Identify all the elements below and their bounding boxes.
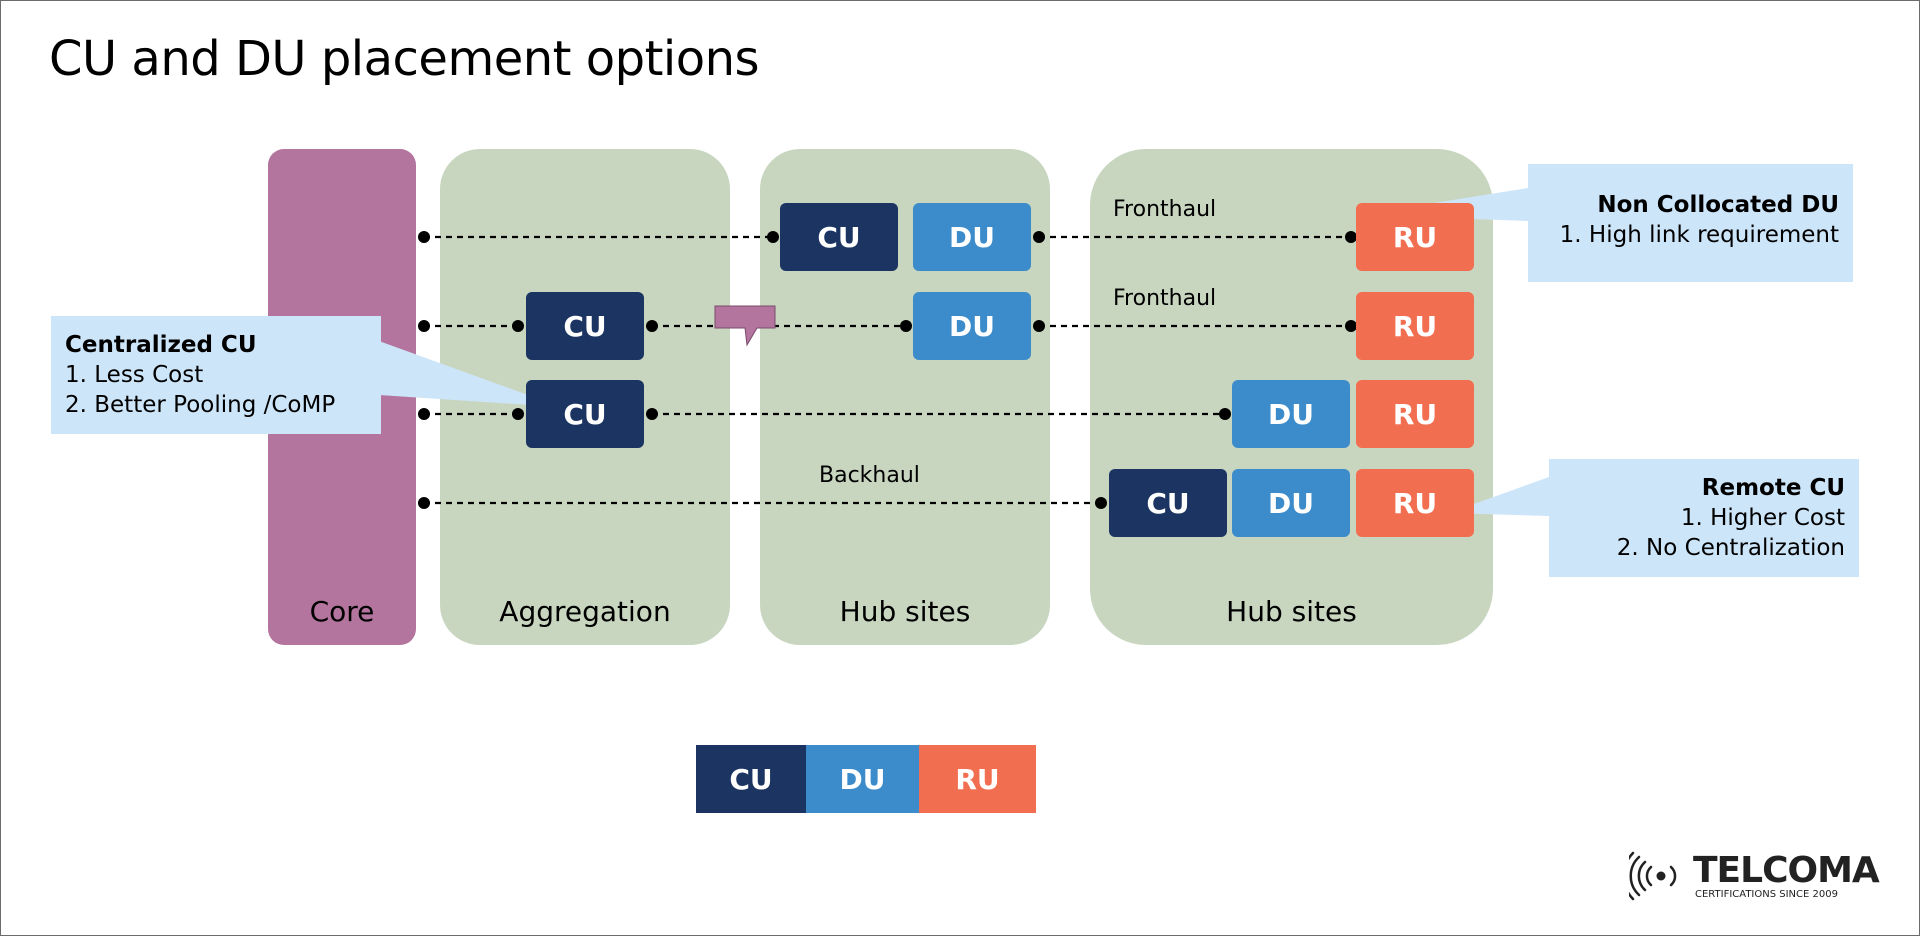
row1-dot-core [418,231,430,243]
remote-cu-point-2: 2. No Centralization [1616,535,1845,561]
remote-callout-pointer [1449,477,1549,516]
row2-dot-cu-in [512,320,524,332]
row2-dot-du-out [1033,320,1045,332]
logo-name: TELCOMA [1693,850,1880,891]
row3-dot-cu-out [646,408,658,420]
row2-cu-box: CU [526,292,644,360]
row3-dot-core [418,408,430,420]
row2-dot-core [418,320,430,332]
row4-dot-cu [1095,497,1107,509]
row1-cu-box: CU [780,203,898,271]
row4-ru-box: RU [1356,469,1474,537]
row1-dot-cu [767,231,779,243]
row2-dot-cu-out [646,320,658,332]
row2-dot-du-in [900,320,912,332]
centralized-cu-point-1: 1. Less Cost [65,362,204,388]
row4-du-box: DU [1232,469,1350,537]
remote-cu-callout: Remote CU 1. Higher Cost 2. No Centraliz… [1549,459,1859,577]
non-collocated-du-title: Non Collocated DU [1597,192,1839,218]
row3-dot-du [1219,408,1231,420]
telcoma-logo: TELCOMA CERTIFICATIONS SINCE 2009 [1629,851,1880,901]
row4-dot-core [418,497,430,509]
hub-sites-zone-2-label: Hub sites [1226,595,1357,628]
aggregation-zone-label: Aggregation [499,595,671,628]
legend-cu: CU [696,745,806,813]
row1-ru-box: RU [1356,203,1474,271]
signal-waves-icon [1629,851,1677,901]
centralized-cu-title: Centralized CU [65,332,257,358]
row2-dot-ru [1345,320,1357,332]
hub-sites-zone-1-label: Hub sites [839,595,971,628]
logo-tagline: CERTIFICATIONS SINCE 2009 [1695,889,1838,900]
small-speech-bubble [714,305,776,347]
row4-cu-box: CU [1109,469,1227,537]
legend-du: DU [806,745,919,813]
row3-ru-box: RU [1356,380,1474,448]
backhaul-label: Backhaul [819,463,920,488]
page-title: CU and DU placement options [49,31,760,87]
row1-dot-ru [1345,231,1357,243]
fronthaul-label-1: Fronthaul [1113,197,1217,222]
non-collocated-du-callout: Non Collocated DU 1. High link requireme… [1528,164,1853,282]
row2-ru-box: RU [1356,292,1474,360]
centralized-callout-pointer [379,341,561,407]
legend-ru: RU [919,745,1036,813]
row2-du-box: DU [913,292,1031,360]
row1-du-box: DU [913,203,1031,271]
fronthaul-label-2: Fronthaul [1113,286,1217,311]
row3-cu-box: CU [526,380,644,448]
row3-du-box: DU [1232,380,1350,448]
row3-dot-cu-in [512,408,524,420]
row1-dot-du [1033,231,1045,243]
remote-cu-title: Remote CU [1701,475,1845,501]
non-collocated-du-point-1: 1. High link requirement [1559,222,1839,248]
aggregation-zone: Aggregation [440,149,730,645]
centralized-cu-callout: Centralized CU 1. Less Cost 2. Better Po… [51,316,381,434]
remote-cu-point-1: 1. Higher Cost [1680,505,1845,531]
core-zone-label: Core [309,595,375,628]
centralized-cu-point-2: 2. Better Pooling /CoMP [65,392,336,418]
